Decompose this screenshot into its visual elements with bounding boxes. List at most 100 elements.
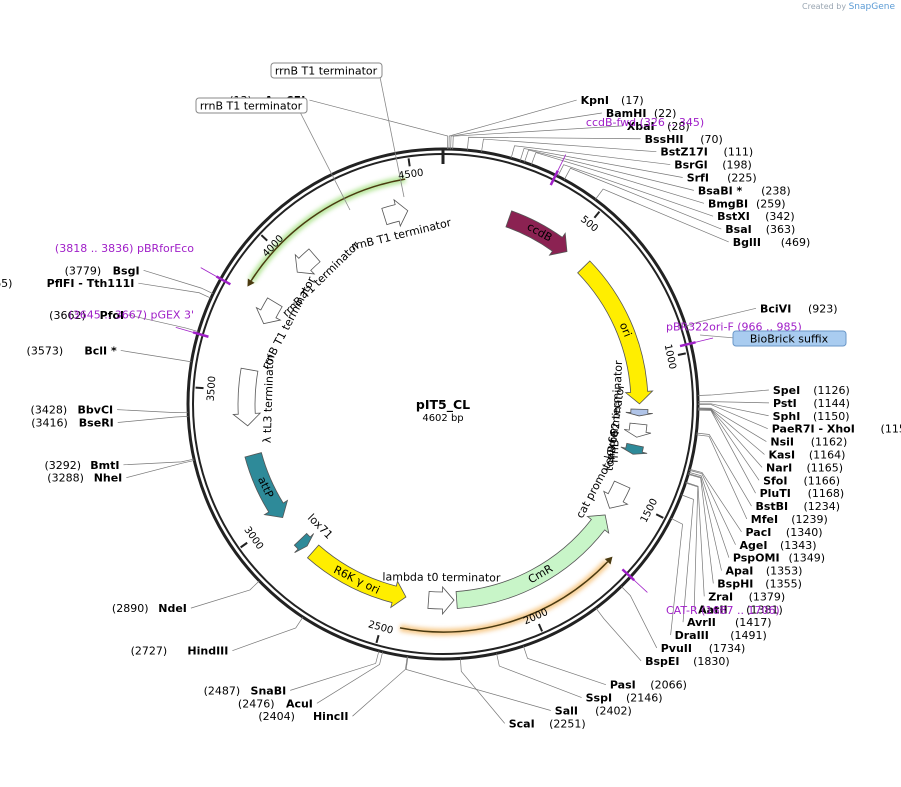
site-pos: (1734)	[709, 642, 746, 655]
site-name: HindIII	[187, 645, 228, 658]
scale-tick-label: 3500	[206, 376, 219, 402]
primers: ccdB-fwd (326 .. 345)pBR322ori-F (966 ..…	[55, 116, 802, 617]
site-pos: (3573)	[27, 344, 64, 357]
site-name: PvuII	[661, 642, 692, 655]
rrnB_green_arc	[250, 178, 406, 282]
site-pos: (1168)	[808, 487, 845, 500]
site-name: NarI	[766, 461, 792, 474]
site-pos: (3779)	[65, 264, 102, 277]
site-pos: (2890)	[112, 602, 149, 615]
site-name: SfoI	[763, 474, 787, 487]
site-name: BspHI	[717, 577, 753, 590]
site-name: BseRI	[79, 417, 114, 430]
feature-lox66	[620, 442, 648, 455]
feature-label-lambda_tL3: λ tL3 terminator	[261, 353, 277, 443]
site-name: PspOMI	[733, 552, 780, 565]
site-pos: (1152)	[881, 423, 901, 436]
feature-ccdB	[505, 210, 568, 256]
plasmid-name: pIT5_CL	[416, 397, 470, 413]
site-name: NheI	[94, 472, 123, 485]
site-bsphi: BspHI(1355)	[688, 473, 802, 590]
feature-rrnB_T1_b	[294, 248, 321, 275]
site-name: PacI	[746, 526, 772, 539]
site-apai: ApaI(1353)	[688, 473, 803, 578]
site-pos: (1165)	[806, 461, 843, 474]
site-pos: (70)	[700, 133, 723, 146]
site-sali: SalI (2402)	[405, 656, 632, 717]
site-name: BstZ17I	[660, 146, 708, 159]
site-sphi: SphI(1150)	[697, 403, 850, 423]
site-hindiii: HindIII(2727)	[131, 616, 304, 658]
site-bsrgi: BsrGI(198)	[510, 145, 752, 172]
rrnB_green_arc-head	[247, 278, 255, 287]
site-sfoi: SfoI(1166)	[697, 409, 840, 487]
feature-ori	[577, 260, 654, 405]
site-bstxi: BstXI(342)	[557, 164, 795, 223]
boxed-label-text: rrnB T1 terminator	[275, 65, 378, 78]
site-nari: NarI (1165)	[697, 408, 843, 474]
site-name: BciVI	[760, 302, 791, 315]
site-name: BstBI	[755, 500, 788, 513]
site-pos: (238)	[761, 184, 791, 197]
site-xbai: XbaI(28)	[452, 120, 690, 150]
site-pluti: PluTI(1168)	[697, 409, 845, 500]
site-avrii: AvrII (1417)	[681, 494, 772, 629]
site-pos: (111)	[724, 146, 754, 159]
site-pos: (1417)	[735, 616, 772, 629]
site-pos: (1144)	[813, 397, 850, 410]
feature-CmR	[455, 514, 610, 609]
primer-cat-r: CAT-R (1687 .. 1706)	[633, 579, 780, 617]
site-bmti: BmtI(3292)	[44, 458, 195, 472]
site-pos: (1353)	[766, 565, 803, 578]
scale-tick-mark	[593, 210, 601, 219]
primer-pbrforeco: (3818 .. 3836) pBRforEco	[55, 242, 217, 277]
site-pos: (2066)	[650, 679, 687, 692]
scale-tick-mark	[537, 623, 543, 632]
site-bseri: BseRI(3416)	[31, 416, 189, 430]
feature-lox71	[293, 532, 315, 553]
scale-tick-mark	[677, 352, 686, 357]
site-pspomi: PspOMI(1349)	[688, 471, 825, 565]
site-nhei: NheI (3288)	[47, 460, 195, 485]
site-pos: (469)	[781, 236, 811, 249]
site-name: AvrII	[687, 616, 716, 629]
site-kasi: KasI(1164)	[697, 408, 845, 461]
site-bcli-: BclI *(3573)	[27, 344, 192, 363]
site-pfoi: PfoI(3662)	[49, 309, 199, 333]
site-name: BsaBI *	[698, 184, 743, 197]
site-pos: (3292)	[44, 459, 81, 472]
site-bsai: BsaI(363)	[563, 167, 795, 236]
site-name: NdeI	[158, 602, 187, 615]
site-pos: (2402)	[595, 704, 632, 717]
site-pos: (1379)	[749, 590, 786, 603]
site-name: BmgBI	[708, 197, 748, 210]
site-psti: PstI(1144)	[697, 397, 850, 410]
feature-cat_promoter	[603, 480, 631, 509]
site-name: HincII	[313, 710, 349, 723]
site-pos: (3288)	[47, 472, 84, 485]
feature-label-rrnB_T2: rrnB T2 terminator	[608, 360, 625, 463]
site-mfei: MfeI(1239)	[696, 434, 828, 526]
primer-name: (3645 .. 3667) pGEX 3'	[68, 309, 194, 322]
site-name: BsgI	[113, 264, 140, 277]
scale-tick-label: 500	[578, 214, 600, 235]
site-name: BsrGI	[674, 159, 707, 172]
site-name: SpeI	[773, 384, 800, 397]
site-agei: AgeI(1343)	[689, 469, 817, 552]
site-paer7i-xhoi: PaeR7I - XhoI(1152)	[697, 404, 901, 436]
site-aatii: AatII(1381)	[685, 482, 783, 616]
site-name: AgeI	[740, 539, 768, 552]
site-name: BamHI	[606, 107, 647, 120]
site-pos: (1830)	[693, 655, 730, 668]
site-name: DraIII	[675, 629, 709, 642]
site-acui: AcuI(2476)	[238, 651, 383, 710]
site-pos: (2146)	[626, 692, 663, 705]
credit-brand: SnapGene	[848, 2, 895, 12]
scale-tick-mark	[655, 513, 664, 519]
site-pos: (2476)	[238, 697, 275, 710]
site-ndei: NdeI (2890)	[112, 580, 260, 615]
scale-tick-label: 4500	[397, 168, 424, 182]
scale-tick-label: 3000	[241, 525, 265, 552]
site-name: SalI	[555, 704, 578, 717]
feature-label-ori: ori	[617, 321, 634, 339]
